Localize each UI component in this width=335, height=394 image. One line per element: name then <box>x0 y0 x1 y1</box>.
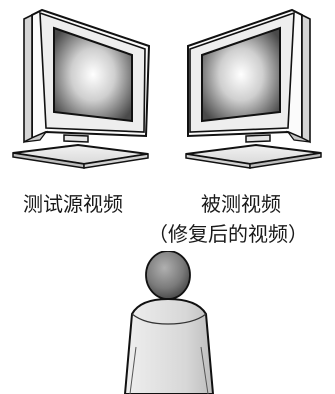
source-monitor-icon <box>12 8 151 169</box>
tested-video-note: （修复后的视频） <box>148 222 308 246</box>
tested-video-label: 被测视频 <box>201 192 281 216</box>
tested-monitor-icon <box>185 8 322 169</box>
viewer-person-icon <box>123 251 215 394</box>
source-video-label: 测试源视频 <box>23 192 123 216</box>
